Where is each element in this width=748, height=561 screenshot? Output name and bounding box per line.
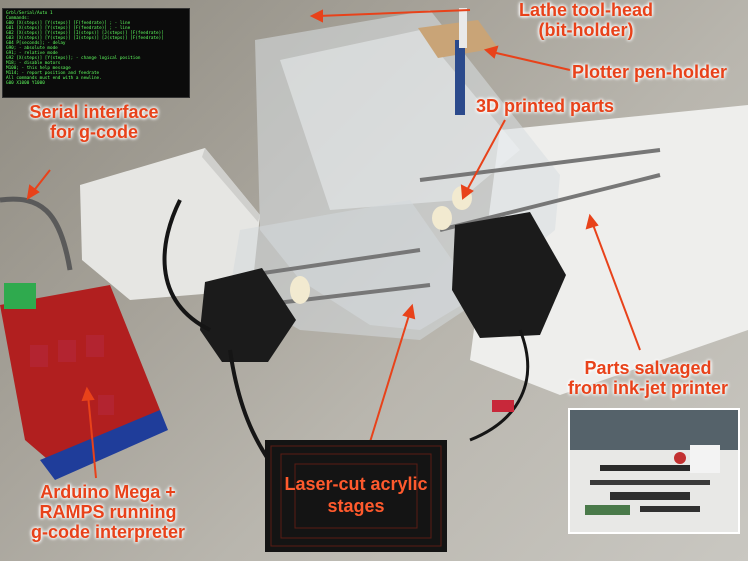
guide-rod bbox=[259, 283, 431, 307]
arduino-board bbox=[0, 285, 160, 470]
arrow-pen bbox=[491, 51, 571, 71]
pen-holder-plate bbox=[418, 20, 498, 58]
salvaged-parts-inset-photo bbox=[568, 408, 740, 534]
serial-label-line2: for g-code bbox=[50, 122, 138, 142]
arduino-label-line1: Arduino Mega + bbox=[40, 482, 176, 502]
arrow-arduino bbox=[87, 394, 97, 479]
lathe-label-line1: Lathe tool-head bbox=[519, 0, 653, 20]
usb-cable bbox=[0, 196, 73, 271]
terminal-line: Grbl/Serial/Auto 1 bbox=[6, 11, 53, 16]
lathe-label-line2: (bit-holder) bbox=[538, 20, 634, 40]
salvaged-label-line1: Parts salvaged bbox=[584, 358, 712, 378]
terminal-line: G03 [X(steps)] [Y(steps)] [I(steps)] [J(… bbox=[6, 36, 164, 41]
terminal-line: G00 X1000 Y1000 bbox=[6, 81, 45, 86]
terminal-line: G00 [X(steps)] [Y(steps)] [F(feedrate)] … bbox=[6, 21, 131, 26]
motor-cable bbox=[162, 199, 211, 332]
arrow-salvaged bbox=[591, 221, 641, 351]
guide-rod bbox=[249, 248, 421, 277]
arduino-label-line3: g-code interpreter bbox=[30, 522, 186, 542]
guide-rod bbox=[419, 148, 661, 182]
terminal-line: G92 [X(steps)] [Y(steps)]; - change logi… bbox=[6, 56, 141, 61]
stages-label-line1: Laser-cut acrylic bbox=[284, 474, 428, 494]
terminal-line: G02 [X(steps)] [Y(steps)] [I(steps)] [J(… bbox=[6, 31, 164, 36]
stepper-motor bbox=[200, 268, 296, 362]
serial-interface-label: Serial interface for g-code bbox=[0, 102, 188, 142]
arrow-stages bbox=[369, 311, 411, 443]
salvaged-parts-label: Parts salvaged from ink-jet printer bbox=[550, 358, 746, 398]
terminal-line: G04 P[seconds]; - delay bbox=[6, 41, 66, 46]
printed-part bbox=[432, 206, 452, 230]
terminal-line: Commands: bbox=[6, 16, 30, 21]
plotter-pen bbox=[455, 40, 465, 115]
arduino-label-line2: RAMPS running bbox=[39, 502, 177, 522]
printed-parts-label: 3D printed parts bbox=[476, 96, 615, 116]
terminal-line: All commands must end with a newline. bbox=[6, 76, 102, 81]
pen-holder-label: Plotter pen-holder bbox=[572, 62, 728, 82]
guide-rod bbox=[439, 173, 661, 232]
terminal-line: M18; - disable motors bbox=[6, 61, 61, 66]
arduino-label: Arduino Mega + RAMPS running g-code inte… bbox=[8, 482, 208, 542]
arrow-printed bbox=[465, 119, 506, 193]
serial-terminal-window: Grbl/Serial/Auto 1 Commands: G00 [X(step… bbox=[2, 8, 190, 98]
inset-photo-drawing bbox=[570, 410, 738, 532]
salvaged-label-line2: from ink-jet printer bbox=[567, 378, 728, 398]
stage-panel bbox=[265, 440, 447, 552]
stepper-motor bbox=[452, 212, 566, 338]
serial-label-line1: Serial interface bbox=[29, 102, 159, 122]
terminal-line: M100; - this help message bbox=[6, 66, 71, 71]
connector bbox=[492, 400, 514, 412]
stages-label: Laser-cut acrylic stages bbox=[265, 473, 447, 517]
stages-label-line2: stages bbox=[327, 496, 385, 516]
printed-part bbox=[290, 276, 310, 304]
lathe-label: Lathe tool-head (bit-holder) bbox=[468, 0, 704, 40]
terminal-line: G91; - relative mode bbox=[6, 51, 58, 56]
arrow-lathe bbox=[317, 9, 471, 17]
motor-cable bbox=[469, 329, 530, 442]
stage-outline-drawing bbox=[270, 445, 442, 547]
terminal-line: M114; - report position and feedrate bbox=[6, 71, 100, 76]
terminal-line: G01 [X(steps)] [Y(steps)] [F(feedrate)] … bbox=[6, 26, 131, 31]
terminal-line: G90; - absolute mode bbox=[6, 46, 58, 51]
